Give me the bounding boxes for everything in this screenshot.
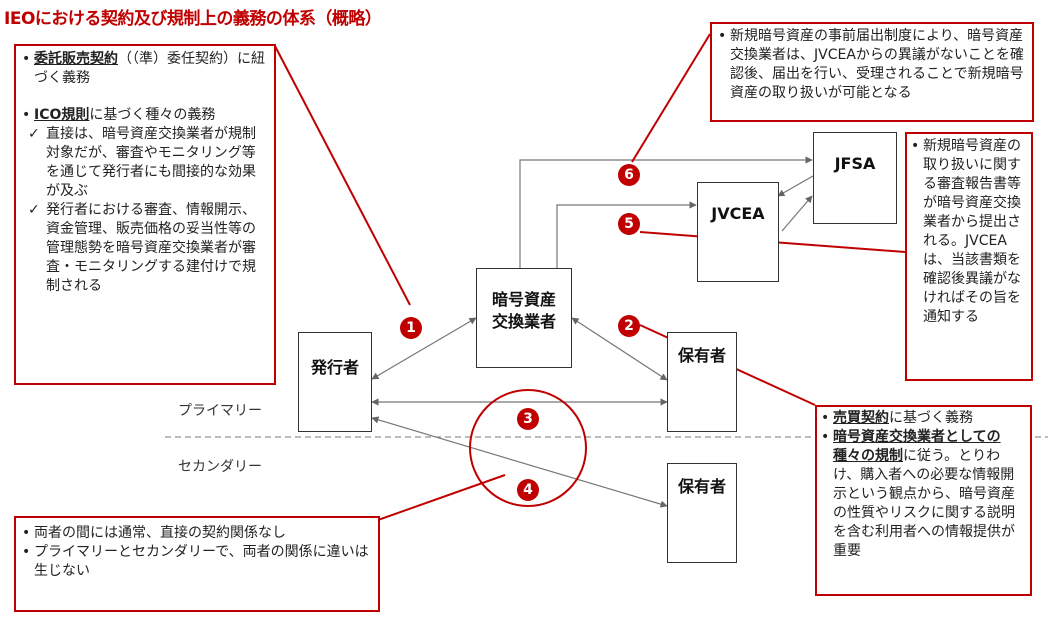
issuer-label: 発行者	[310, 358, 359, 377]
secondary-market-label: セカンダリー	[178, 459, 262, 475]
arrow-exchange-jvcea	[556, 201, 697, 268]
holder-secondary-label: 保有者	[677, 477, 726, 496]
callout-2-item-2-rest: に従う。とりわけ、購入者への必要な情報開示という観点から、暗号資産の性質やリスク…	[833, 448, 1015, 559]
callout-1-item-2-bold: ICO規則	[34, 107, 90, 123]
holder-primary-label: 保有者	[677, 346, 726, 365]
arrow-jvcea-to-jfsa	[781, 195, 813, 232]
jfsa-box: JFSA	[813, 132, 897, 224]
jvcea-label: JVCEA	[711, 204, 765, 223]
callout-1-item-1: 委託販売契約（（準）委任契約）に紐づく義務	[20, 50, 268, 88]
callout-1-item-2-rest: に基づく種々の義務	[89, 107, 216, 123]
arrow-exchange-jfsa	[519, 156, 813, 268]
callout-issuer-holder-relation: 両者の間には通常、直接の契約関係なし プライマリーとセカンダリーで、両者の関係に…	[14, 516, 380, 612]
badge-6: 6	[618, 164, 640, 186]
holder-primary-box: 保有者	[667, 332, 737, 432]
arrow-issuer-holder-secondary	[371, 416, 668, 508]
exchange-box: 暗号資産 交換業者	[476, 268, 572, 368]
arrow-exchange-holder	[571, 317, 668, 381]
callout-jvcea-review: 新規暗号資産の取り扱いに関する審査報告書等が暗号資産交換業者から提出される。JV…	[905, 132, 1033, 381]
arrow-issuer-exchange	[371, 317, 477, 380]
callout-notification-system: 新規暗号資産の事前届出制度により、暗号資産交換業者は、JVCEAからの異議がない…	[710, 22, 1034, 122]
badge-5: 5	[618, 213, 640, 235]
exchange-label-line1: 暗号資産	[491, 290, 556, 309]
holder-secondary-box: 保有者	[667, 463, 737, 563]
exchange-label-line2: 交換業者	[491, 312, 556, 331]
callout-2-item-1-rest: に基づく義務	[889, 410, 973, 426]
callout-34-item-1: 両者の間には通常、直接の契約関係なし	[20, 524, 372, 543]
badge-2: 2	[618, 315, 640, 337]
callout-1-check-1: 直接は、暗号資産交換業者が規制対象だが、審査やモニタリング等を通じて発行者にも間…	[20, 125, 268, 201]
callout-34-item-2: プライマリーとセカンダリーで、両者の関係に違いは生じない	[20, 543, 372, 581]
callout-1-item-1-bold: 委託販売契約	[34, 51, 118, 67]
jfsa-label: JFSA	[834, 154, 876, 173]
callout-5-item-1: 新規暗号資産の取り扱いに関する審査報告書等が暗号資産交換業者から提出される。JV…	[909, 137, 1027, 327]
badge-1: 1	[400, 317, 422, 339]
callout-exchange-obligations: 売買契約に基づく義務 暗号資産交換業者としての種々の規制に従う。とりわけ、購入者…	[815, 405, 1032, 596]
issuer-box: 発行者	[298, 332, 372, 432]
jvcea-box: JVCEA	[697, 182, 779, 282]
callout-issuer-obligations: 委託販売契約（（準）委任契約）に紐づく義務 ICO規則に基づく種々の義務 直接は…	[14, 44, 276, 385]
callout-1-item-1-rest: （（準）委任契約）に紐づく義務	[34, 51, 265, 86]
callout-1-item-2: ICO規則に基づく種々の義務	[20, 106, 268, 125]
leader-4	[377, 474, 506, 521]
callout-2-item-2: 暗号資産交換業者としての種々の規制に従う。とりわけ、購入者への必要な情報開示とい…	[819, 428, 1026, 561]
highlight-circle-3-4	[469, 389, 587, 507]
primary-market-label: プライマリー	[178, 403, 262, 419]
arrow-jfsa-to-jvcea	[777, 175, 814, 197]
leader-1	[274, 45, 411, 306]
badge-3: 3	[517, 408, 539, 430]
callout-2-item-1: 売買契約に基づく義務	[819, 409, 1026, 428]
badge-4: 4	[517, 479, 539, 501]
page-title: IEOにおける契約及び規制上の義務の体系（概略）	[4, 9, 382, 29]
callout-2-item-1-bold: 売買契約	[833, 410, 889, 426]
leader-6	[631, 33, 711, 163]
callout-2-item-2-bold: 暗号資産交換業者としての種々の規制	[833, 429, 1001, 464]
callout-1-check-2: 発行者における審査、情報開示、資金管理、販売価格の妥当性等の管理態勢を暗号資産交…	[20, 201, 268, 296]
callout-6-item-1: 新規暗号資産の事前届出制度により、暗号資産交換業者は、JVCEAからの異議がない…	[716, 27, 1026, 103]
